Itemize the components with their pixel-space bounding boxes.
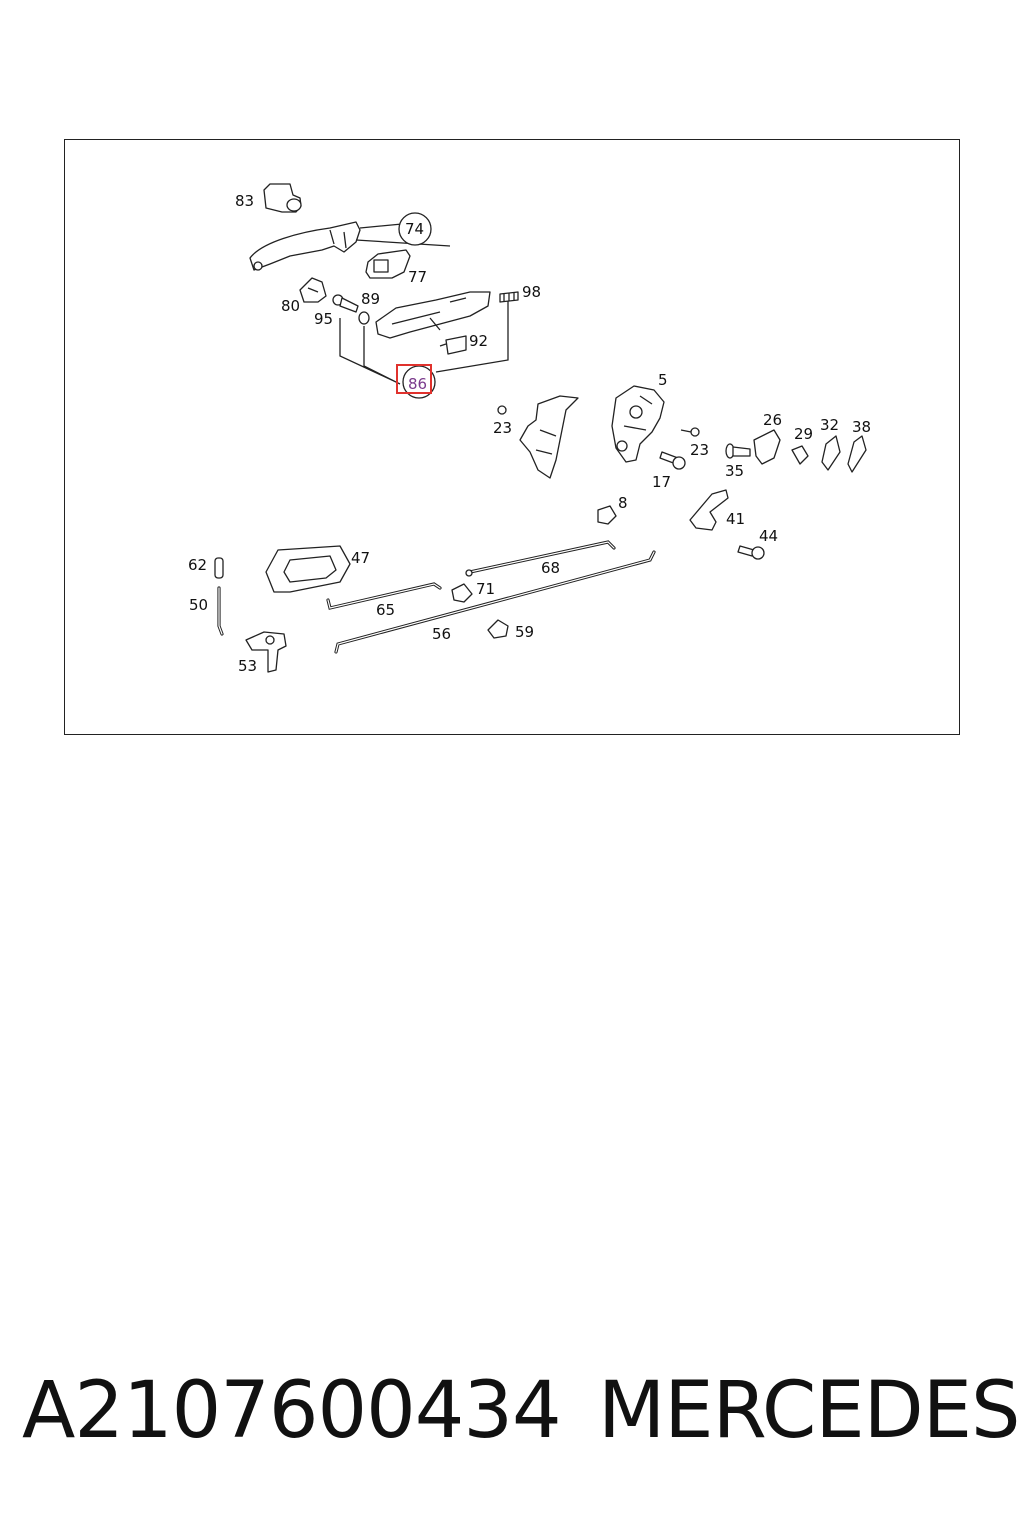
callout-label: 17 (652, 473, 671, 491)
callout-label: 98 (522, 283, 541, 301)
part-80-drawing (299, 277, 327, 303)
callout-circle-74 (398, 212, 432, 246)
part-71-drawing (451, 583, 473, 603)
callout-label: 41 (726, 510, 745, 528)
callout-label: 26 (763, 411, 782, 429)
part-92-drawing (439, 335, 467, 355)
part-62-drawing (214, 557, 224, 579)
callout-label: 77 (408, 268, 427, 286)
part-32-drawing (821, 435, 841, 471)
part-8-drawing (597, 505, 617, 525)
callout-label: 23 (493, 419, 512, 437)
callout-label: 44 (759, 527, 778, 545)
callout-label: 5 (658, 371, 668, 389)
callout-label: 35 (725, 462, 744, 480)
brand-name: MERCEDES (598, 1366, 1020, 1456)
callout-label: 23 (690, 441, 709, 459)
callout-label: 92 (469, 332, 488, 350)
callout-label: 65 (376, 601, 395, 619)
part-number: A2107600434 (22, 1366, 562, 1456)
part-65-drawing (326, 582, 442, 610)
part-98-drawing (499, 291, 519, 303)
part-17-drawing (659, 451, 686, 470)
callout-circle-86 (402, 365, 436, 399)
part-29-drawing (791, 445, 809, 465)
callout-label-highlighted: 86 (408, 375, 427, 393)
callout-label: 29 (794, 425, 813, 443)
callout-label: 95 (314, 310, 333, 328)
leader-86 (339, 300, 509, 385)
part-38-drawing (847, 435, 867, 473)
part-44-drawing (737, 545, 765, 560)
callout-label: 53 (238, 657, 257, 675)
part-83-drawing (263, 183, 302, 213)
part-95-drawing (332, 294, 359, 313)
part-5-drawing (611, 385, 665, 463)
callout-label: 47 (351, 549, 370, 567)
part-59-drawing (487, 619, 509, 639)
callout-label: 8 (618, 494, 628, 512)
part-74-drawing (249, 221, 361, 271)
highlight-box-86[interactable] (396, 364, 432, 394)
callout-label: 74 (405, 220, 424, 238)
callout-label: 56 (432, 625, 451, 643)
part-56-drawing (334, 550, 656, 654)
callout-label: 59 (515, 623, 534, 641)
part-53-drawing (245, 631, 287, 673)
part-23a-drawing (497, 395, 579, 479)
part-41-drawing (689, 489, 729, 531)
part-35-drawing (725, 443, 751, 459)
callout-label: 32 (820, 416, 839, 434)
part-50-drawing (217, 586, 224, 636)
part-86-drawing (375, 291, 491, 339)
part-89-drawing (358, 311, 370, 325)
part-47-drawing (265, 545, 351, 593)
part-26-drawing (753, 429, 781, 465)
callout-label: 38 (852, 418, 871, 436)
part-77-drawing (365, 249, 411, 279)
callout-label: 71 (476, 580, 495, 598)
callout-label: 62 (188, 556, 207, 574)
callout-label: 68 (541, 559, 560, 577)
part-23b-drawing (680, 427, 700, 437)
callout-label: 83 (235, 192, 254, 210)
leader-74 (355, 223, 451, 247)
part-68-drawing (465, 540, 616, 577)
callout-label: 89 (361, 290, 380, 308)
callout-label: 50 (189, 596, 208, 614)
callout-label: 80 (281, 297, 300, 315)
diagram-frame (64, 139, 960, 735)
